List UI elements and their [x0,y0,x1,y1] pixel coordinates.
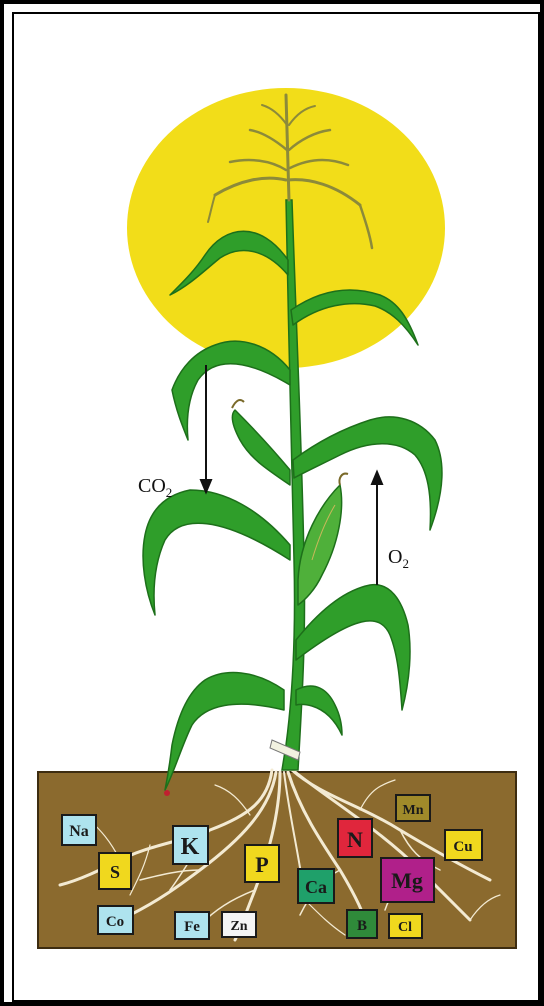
element-k: K [173,826,208,864]
element-fe: Fe [175,912,209,939]
root-tip-marker [164,790,170,796]
element-mn: Mn [396,795,430,821]
element-p: P [245,845,279,882]
element-ca-text: Ca [305,877,327,897]
element-na: Na [62,815,96,845]
element-p-text: P [255,852,268,877]
element-co: Co [98,906,133,934]
o2-label-main: O [388,546,402,568]
element-b-text: B [357,918,367,934]
element-zn-text: Zn [230,919,247,934]
co2-label-sub: 2 [166,485,173,500]
element-mg: Mg [381,858,434,902]
element-ca: Ca [298,869,334,903]
element-cu-text: Cu [453,839,472,855]
element-cl: Cl [389,914,422,938]
element-cl-text: Cl [398,920,412,935]
element-n: N [338,819,372,857]
co2-arrow [201,365,211,492]
element-mg-text: Mg [391,868,423,893]
element-b: B [347,910,377,938]
element-cu: Cu [445,830,482,860]
o2-label: O2 [388,546,409,571]
element-n-text: N [347,827,363,852]
element-k-text: K [181,834,200,860]
element-na-text: Na [69,823,89,840]
element-zn: Zn [222,912,256,937]
co2-label-main: CO [138,475,166,497]
element-s-text: S [110,862,120,882]
o2-arrow [372,472,382,585]
element-mn-text: Mn [403,803,424,818]
element-s: S [99,853,131,889]
co2-label: CO2 [138,475,172,500]
o2-label-sub: 2 [402,556,409,571]
element-fe-text: Fe [184,919,200,935]
element-co-text: Co [106,914,124,930]
